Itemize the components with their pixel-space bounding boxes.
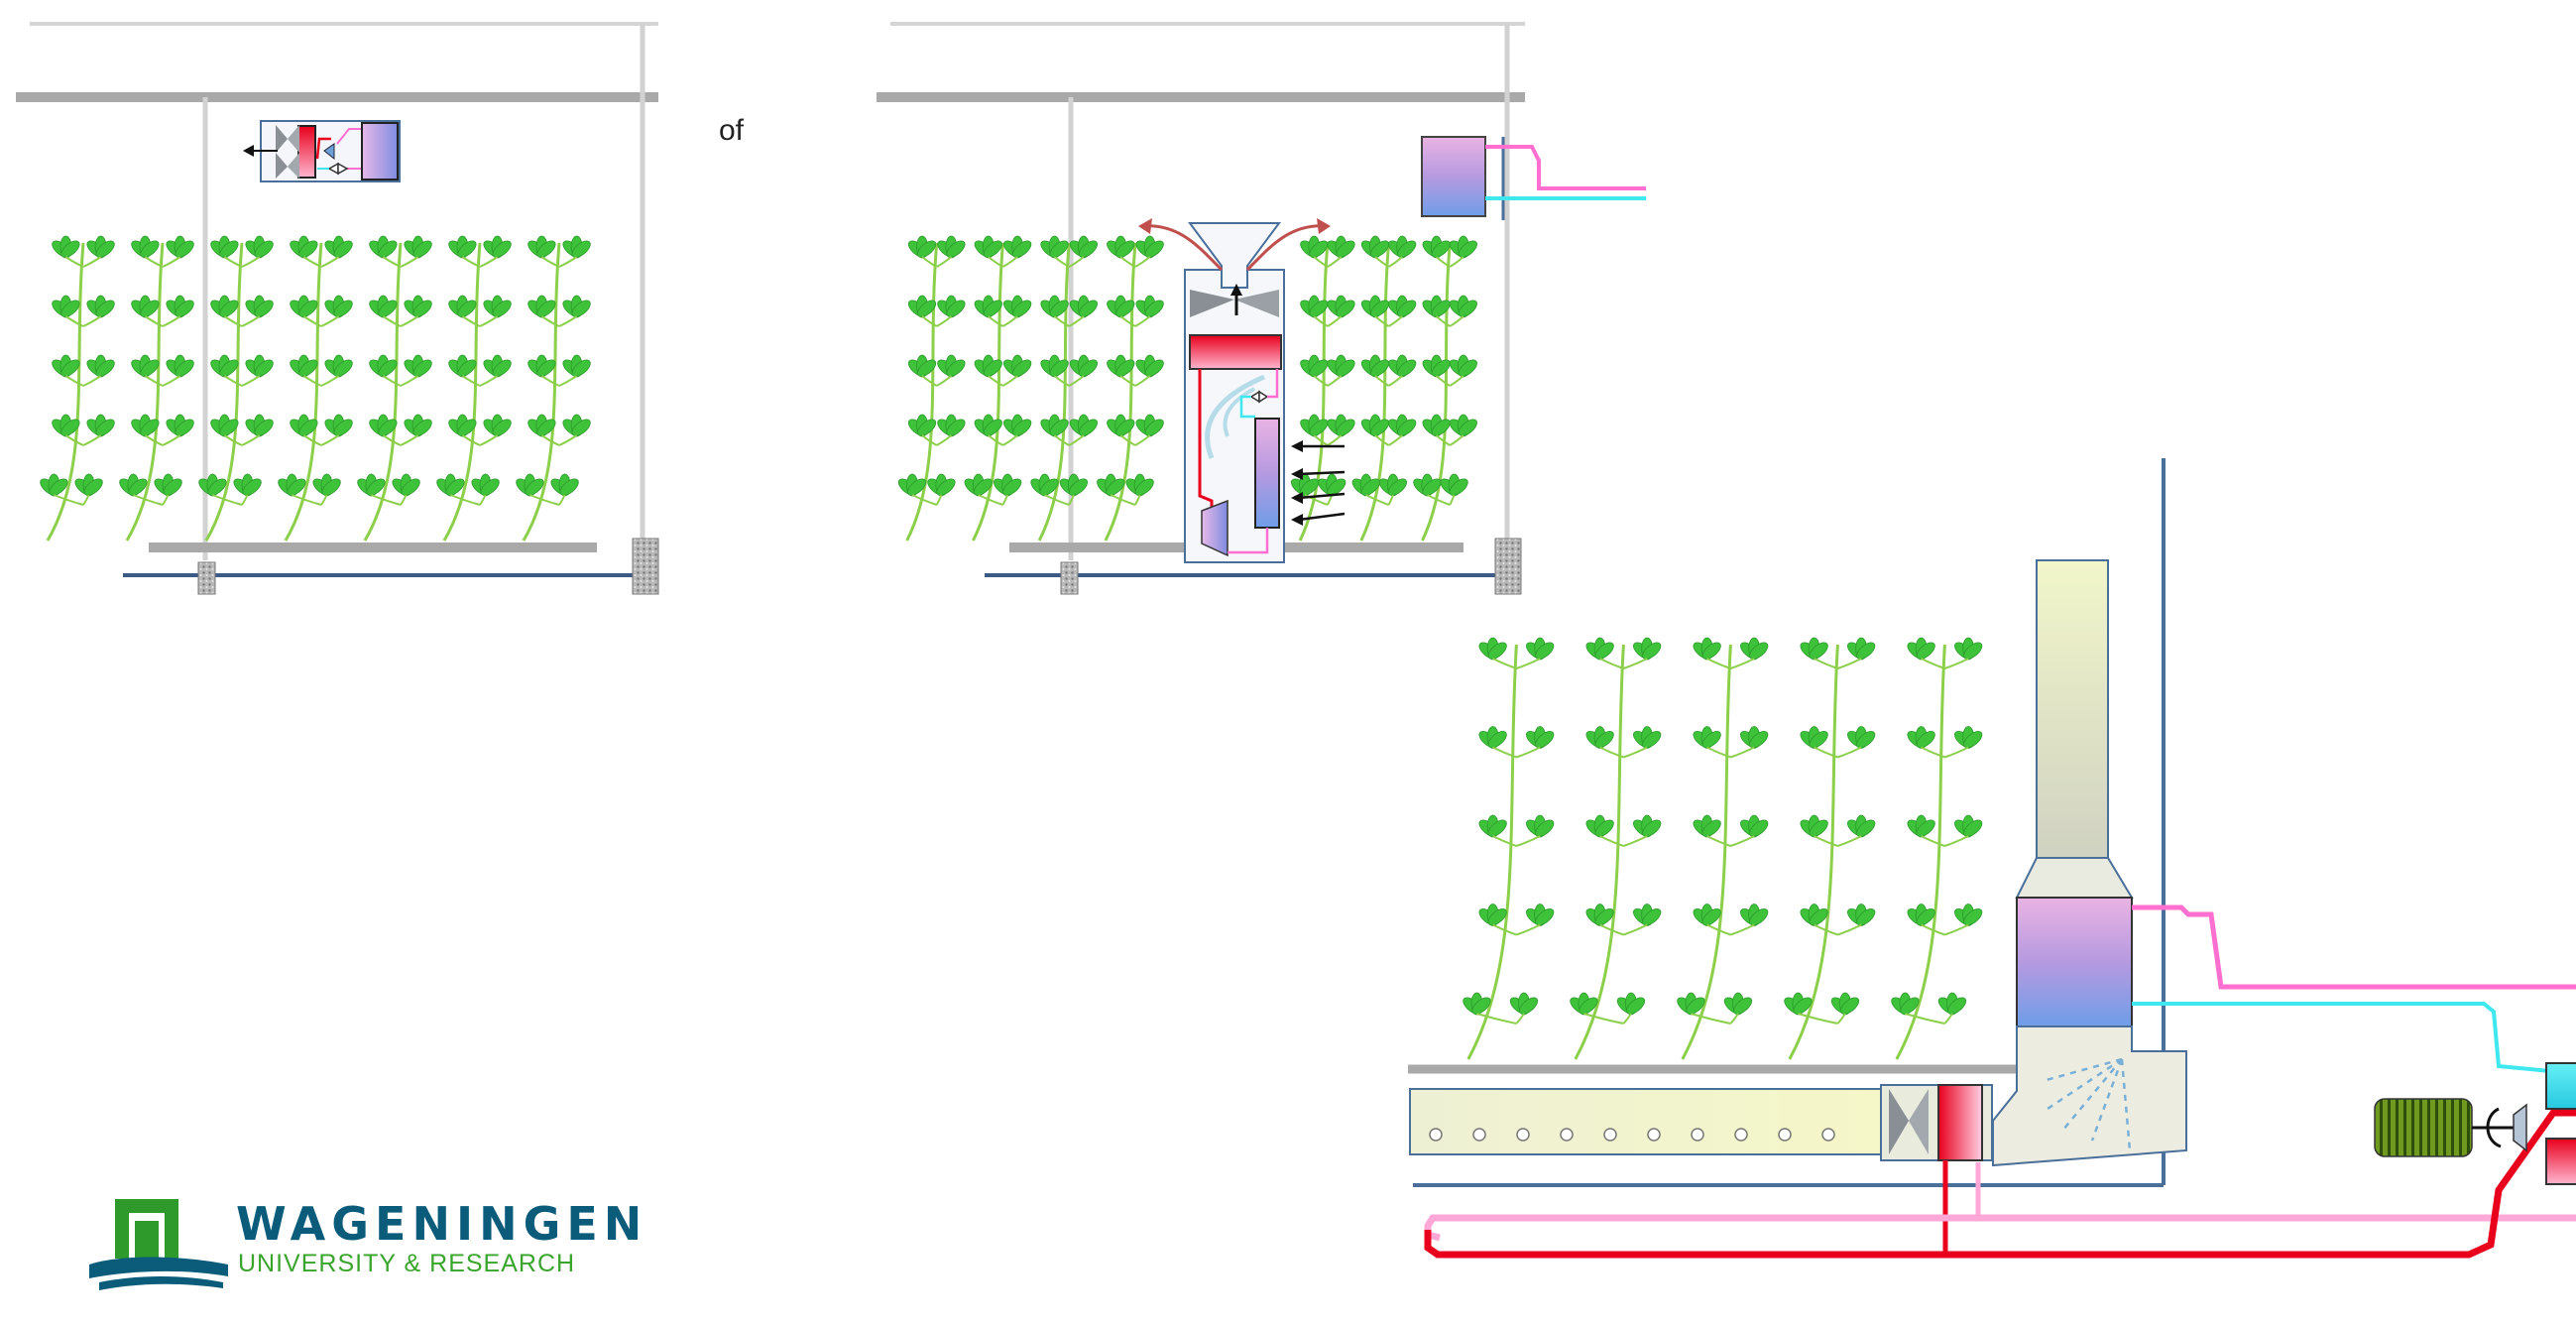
logo-subtitle: UNIVERSITY & RESEARCH <box>238 1250 575 1278</box>
panel-1-layered-cultivation <box>16 24 658 594</box>
panel-2-vertical-air-unit <box>877 24 1646 594</box>
plant-row-3 <box>1461 638 1985 1059</box>
outside-heat-exchanger <box>1422 137 1646 220</box>
plant-row-2-left <box>895 236 1166 541</box>
plant-row-2-right <box>1289 236 1480 541</box>
climate-unit-1 <box>243 121 400 181</box>
wageningen-logo-mark-icon <box>89 1195 228 1294</box>
connector-text: of <box>719 114 745 147</box>
panel-3-chimney-duct-system <box>1408 458 2576 1255</box>
heat-exchanger-icon <box>1938 1085 1982 1160</box>
plant-row-1 <box>38 236 593 541</box>
wageningen-logo: WAGENINGEN UNIVERSITY & RESEARCH <box>89 1195 605 1294</box>
vertical-air-unit <box>1138 218 1345 562</box>
motor-icon <box>2375 1099 2526 1156</box>
logo-name: WAGENINGEN <box>236 1197 647 1251</box>
